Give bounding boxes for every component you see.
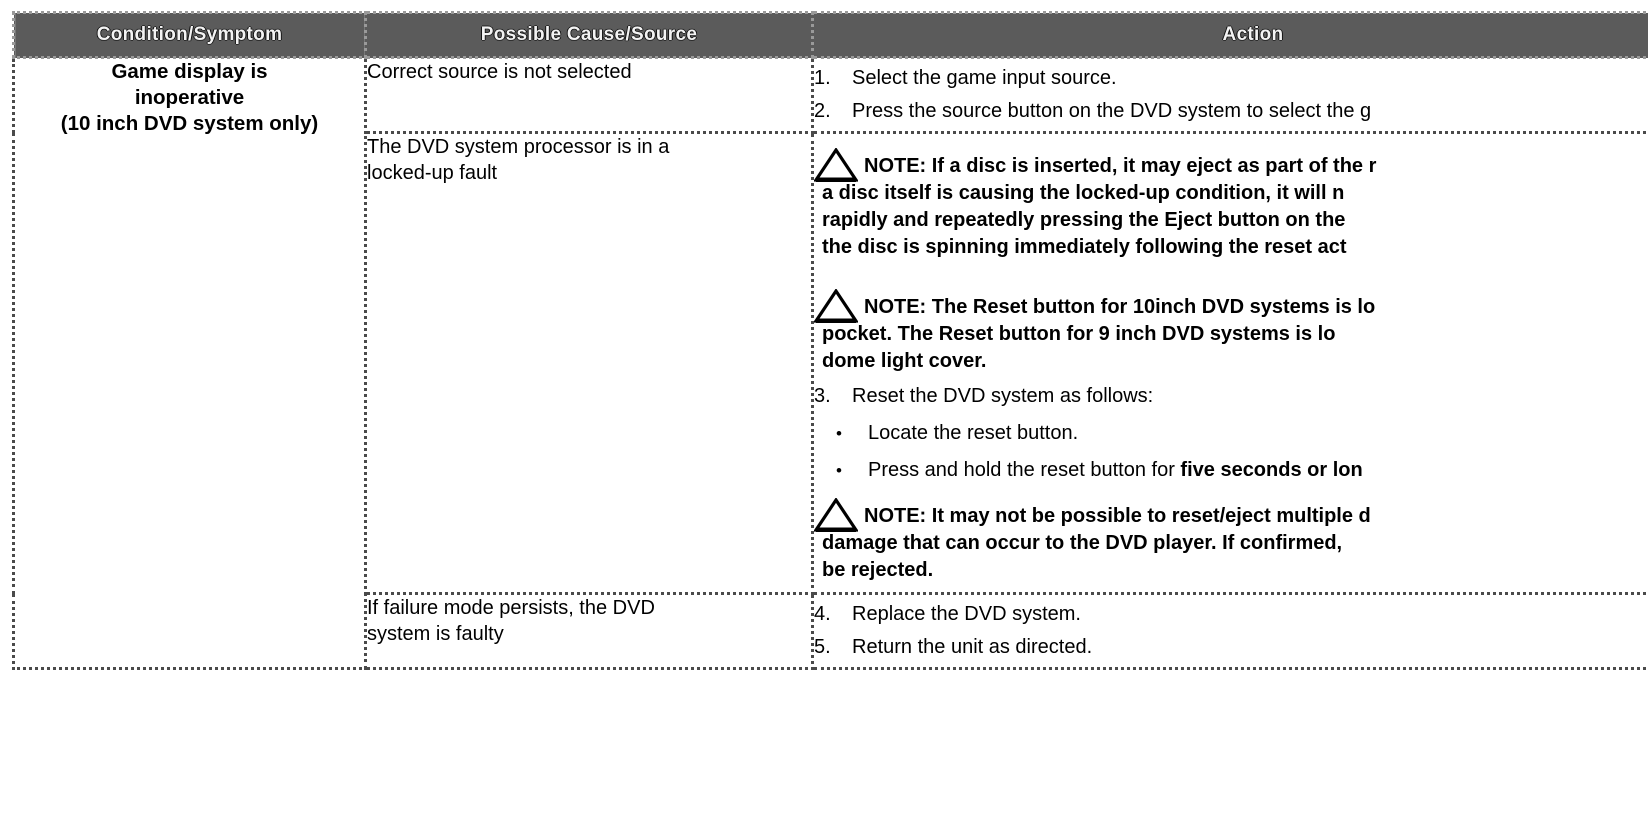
action-step-number: 2. — [814, 100, 831, 122]
action-step-text: Reset the DVD system as follows: — [852, 385, 1154, 407]
note-block-2: NOTE: The Reset button for 10inch DVD sy… — [814, 287, 1648, 375]
symptom-cell: Game display is inoperative (10 inch DVD… — [12, 57, 367, 670]
action-step-text: Press the source button on the DVD syste… — [852, 100, 1372, 122]
action-step-number: 1. — [814, 67, 831, 89]
note-block-1-line-3: rapidly and repeatedly pressing the Ejec… — [822, 209, 1346, 231]
action-cell-row-2: NOTE: If a disc is inserted, it may ejec… — [812, 132, 1648, 595]
table-row: If failure mode persists, the DVD system… — [14, 593, 1648, 670]
action-step: 5. Return the unit as directed. — [814, 634, 1648, 661]
action-bullet-text-plain: Press and hold the reset button for — [868, 459, 1181, 481]
action-step-text: Return the unit as directed. — [852, 636, 1093, 658]
symptom-line-3: (10 inch DVD system only) — [60, 112, 319, 135]
cause-cell-row-3: If failure mode persists, the DVD system… — [365, 593, 814, 670]
table-header: Condition/Symptom Possible Cause/Source … — [12, 11, 1648, 59]
troubleshooting-table: Condition/Symptom Possible Cause/Source … — [12, 11, 1648, 670]
cause-text-row-3-line-2: system is faulty — [367, 623, 504, 645]
table-row: The DVD system processor is in a locked-… — [14, 132, 1648, 595]
bullet-point-icon: • — [836, 461, 842, 480]
bullet-point-icon: • — [836, 424, 842, 443]
symptom-line-1: Game display is — [111, 60, 268, 83]
note-block-3-line-3: be rejected. — [822, 559, 934, 581]
column-header-condition-symptom-label: Condition/Symptom — [96, 24, 283, 45]
warning-triangle-icon — [814, 498, 858, 532]
note-block-1-line-1: NOTE: If a disc is inserted, it may ejec… — [864, 155, 1377, 177]
note-block-2-line-2: pocket. The Reset button for 9 inch DVD … — [822, 323, 1336, 345]
note-block-1-line-2: a disc itself is causing the locked-up c… — [822, 182, 1345, 204]
action-step-number: 5. — [814, 636, 831, 658]
table-row: Game display is inoperative (10 inch DVD… — [12, 57, 1648, 670]
action-step: 3. Reset the DVD system as follows: — [814, 383, 1648, 410]
action-step-text: Select the game input source. — [852, 67, 1117, 89]
note-block-1-line-4: the disc is spinning immediately followi… — [822, 236, 1347, 258]
action-cell-row-3: 4. Replace the DVD system. 5. Return the… — [812, 593, 1648, 670]
action-bullet-text: Locate the reset button. — [868, 420, 1648, 447]
action-bullet-text-plain: Locate the reset button. — [868, 422, 1079, 444]
action-step-number: 4. — [814, 603, 831, 625]
symptom-line-2: inoperative — [134, 86, 245, 109]
action-bullet: • Press and hold the reset button for fi… — [814, 457, 1648, 484]
action-step-text: Replace the DVD system. — [852, 603, 1081, 625]
column-header-action-label: Action — [1222, 24, 1284, 45]
note-block-1: NOTE: If a disc is inserted, it may ejec… — [814, 146, 1648, 261]
note-block-2-line-3: dome light cover. — [822, 350, 987, 372]
note-block-3-line-1: NOTE: It may not be possible to reset/ej… — [864, 505, 1371, 527]
warning-triangle-icon — [814, 148, 858, 182]
action-cell-row-1: 1. Select the game input source. 2. Pres… — [812, 57, 1648, 134]
note-block-3-line-2: damage that can occur to the DVD player.… — [822, 532, 1343, 554]
action-bullet-text: Press and hold the reset button for five… — [868, 457, 1648, 484]
column-header-possible-cause-source: Possible Cause/Source — [365, 11, 814, 59]
note-block-2-line-1: NOTE: The Reset button for 10inch DVD sy… — [864, 296, 1376, 318]
cause-text-row-1: Correct source is not selected — [367, 61, 632, 83]
cause-text-row-2-line-2: locked-up fault — [367, 162, 498, 184]
cause-text-row-2-line-1: The DVD system processor is in a — [367, 136, 670, 158]
table-body: Game display is inoperative (10 inch DVD… — [12, 57, 1648, 670]
column-header-possible-cause-source-label: Possible Cause/Source — [480, 24, 698, 45]
action-bullet-text-emphasis: five seconds or lon — [1180, 459, 1363, 481]
action-step: 4. Replace the DVD system. — [814, 601, 1648, 628]
cause-cell-row-2: The DVD system processor is in a locked-… — [365, 132, 814, 595]
action-bullet: • Locate the reset button. — [814, 420, 1648, 447]
cause-cell-row-1: Correct source is not selected — [365, 57, 814, 134]
action-step: 2. Press the source button on the DVD sy… — [814, 98, 1648, 125]
action-step-number: 3. — [814, 385, 831, 407]
table-header-row: Condition/Symptom Possible Cause/Source … — [12, 11, 1648, 59]
column-header-condition-symptom: Condition/Symptom — [12, 11, 367, 59]
cause-text-row-3-line-1: If failure mode persists, the DVD — [367, 597, 655, 619]
warning-triangle-icon — [814, 289, 858, 323]
column-header-action: Action — [812, 11, 1648, 59]
action-step: 1. Select the game input source. — [814, 65, 1648, 92]
note-block-3: NOTE: It may not be possible to reset/ej… — [814, 496, 1648, 584]
